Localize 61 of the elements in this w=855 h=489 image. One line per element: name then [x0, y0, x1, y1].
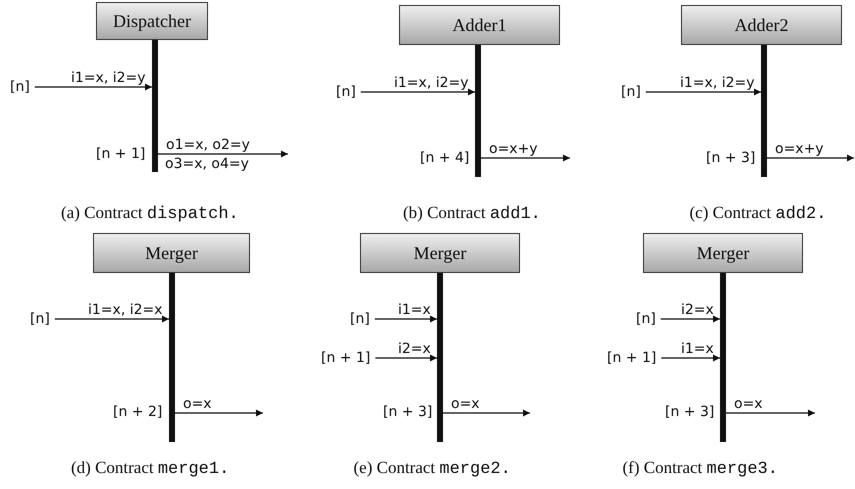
arrow [158, 150, 288, 158]
lifeline-bar [152, 40, 158, 172]
lifeline-bar [761, 45, 767, 177]
arrow [374, 316, 437, 322]
arrow [661, 354, 720, 362]
edge-label: o1=x, o2=y [166, 137, 250, 153]
arrow [34, 84, 152, 90]
edge-label: i2=x [398, 341, 431, 357]
lifeline-bar [720, 273, 726, 442]
arrow [726, 410, 815, 416]
arrow [443, 410, 530, 416]
figure-caption: (b) Contract add1. [403, 203, 541, 224]
time-label: [n + 2] [113, 404, 162, 420]
edge-label: i2=x [681, 302, 714, 318]
edge-label: i1=x [398, 302, 431, 318]
time-label: [n] [621, 84, 641, 100]
time-label: [n + 1] [96, 146, 146, 162]
edge-label: i1=x, i2=y [71, 70, 146, 86]
time-label: [n] [350, 311, 370, 327]
edge-label: i1=x, i2=x [88, 302, 163, 318]
time-label: [n] [10, 79, 30, 95]
lifeline-header: Adder2 [681, 5, 842, 45]
time-label: [n + 1] [321, 350, 370, 366]
time-label: [n + 1] [607, 350, 656, 366]
time-label: [n] [30, 311, 50, 327]
edge-label: o=x [451, 396, 480, 412]
time-label: [n + 3] [665, 404, 714, 420]
edge-label: i1=x [681, 341, 714, 357]
arrow [646, 88, 761, 96]
lifeline-header: Merger [93, 233, 250, 273]
figure-caption: (e) Contract merge2. [354, 458, 511, 479]
arrow [54, 316, 169, 322]
arrow [175, 410, 263, 416]
arrow [360, 88, 475, 96]
time-label: [n] [636, 311, 656, 327]
edge-label: o=x [734, 396, 763, 412]
lifeline-header: Merger [360, 233, 520, 273]
time-label: [n] [336, 84, 356, 100]
lifeline-bar [437, 273, 443, 442]
time-label: [n + 3] [383, 404, 432, 420]
time-label: [n + 4] [420, 150, 470, 166]
lifeline-bar [169, 273, 175, 442]
annotation-text: o3=x, o4=y [165, 156, 249, 172]
arrow [375, 354, 437, 362]
figure-caption: (c) Contract add2. [690, 203, 826, 224]
edge-label: o=x+y [489, 141, 538, 157]
figure-caption: (f) Contract merge3. [622, 458, 778, 479]
lifeline-header: Dispatcher [96, 2, 208, 40]
edge-label: o=x+y [775, 141, 824, 157]
lifeline-header: Adder1 [399, 5, 560, 45]
arrow [767, 154, 854, 162]
edge-label: i1=x, i2=y [394, 75, 469, 91]
edge-label: o=x [183, 396, 212, 412]
time-label: [n + 3] [706, 150, 756, 166]
figure-caption: (a) Contract dispatch. [61, 203, 239, 224]
figure-caption: (d) Contract merge1. [71, 458, 230, 479]
lifeline-header: Merger [643, 233, 803, 273]
edge-label: i1=x, i2=y [680, 75, 755, 91]
arrow [660, 316, 720, 322]
lifeline-bar [475, 45, 481, 177]
arrow [481, 154, 570, 162]
